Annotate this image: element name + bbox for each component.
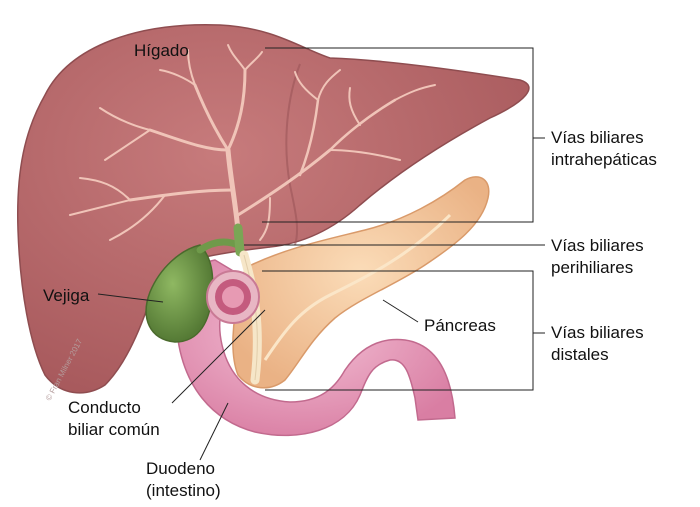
liver-lobe-line [285, 63, 301, 246]
pancreas-leader [382, 299, 419, 323]
common-duct-leader [171, 309, 266, 404]
intrahepatic-ducts [69, 44, 436, 241]
duodenum [175, 259, 456, 437]
label-pancreas: Páncreas [424, 316, 496, 335]
label-perihilar-2: perihiliares [551, 258, 634, 277]
hepatic-duct [233, 223, 245, 257]
label-common-duct-2: biliar común [68, 420, 160, 439]
label-intrahepatic-2: intrahepáticas [551, 150, 657, 169]
label-gallbladder: Vejiga [43, 286, 90, 305]
duodenum-leader [199, 402, 229, 461]
label-intrahepatic-1: Vías biliares [551, 128, 644, 147]
label-distal-1: Vías biliares [551, 323, 644, 342]
label-common-duct-1: Conducto [68, 398, 141, 417]
label-duodenum-2: (intestino) [146, 481, 221, 500]
pancreatic-duct [263, 213, 452, 361]
label-distal-2: distales [551, 345, 609, 364]
distal-bracket [262, 270, 534, 391]
liver [16, 23, 530, 394]
label-liver: Hígado [134, 41, 189, 60]
label-perihilar-1: Vías biliares [551, 236, 644, 255]
intrahepatic-bracket [262, 47, 534, 223]
pancreas [232, 176, 490, 389]
label-duodenum-1: Duodeno [146, 459, 216, 478]
gallbladder-leader [97, 293, 164, 303]
